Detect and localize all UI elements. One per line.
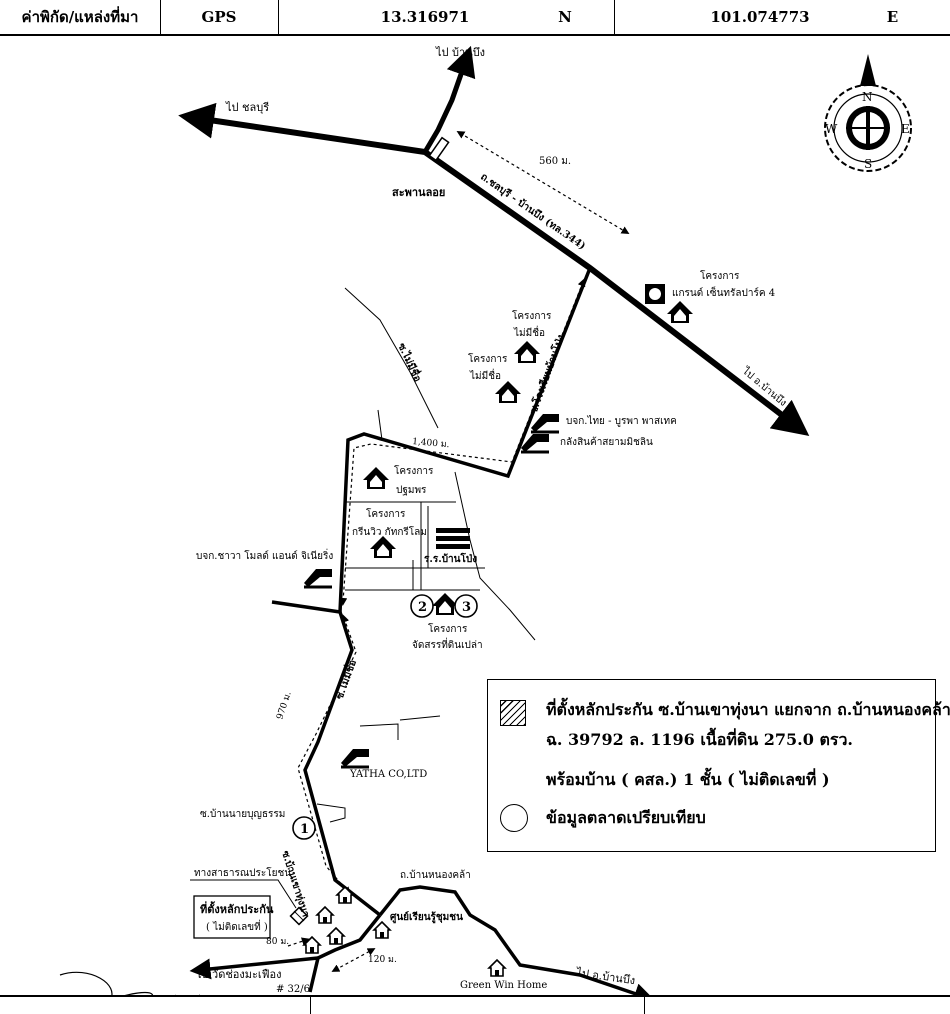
header-divider xyxy=(160,0,161,34)
label-public-way: ทางสาธารณประโยชน์ xyxy=(194,866,291,879)
yatha-factory-icon xyxy=(339,747,371,769)
longitude-direction: E xyxy=(886,8,899,26)
header-rule xyxy=(0,34,950,36)
label-project-land: โครงการ xyxy=(428,622,468,635)
latitude-value: 13.316971 xyxy=(380,8,470,26)
coordinate-source: GPS xyxy=(201,8,237,26)
label-project-land-name: จัดสรรที่ดินเปล่า xyxy=(412,637,483,651)
label-comp-2: 2 xyxy=(418,600,427,615)
footer-table-edge xyxy=(0,995,950,1014)
label-project-green-name: กรีนวิว กัทกรีโลม xyxy=(352,525,427,538)
label-project-grand: โครงการ xyxy=(700,269,740,282)
label-comp-1: 1 xyxy=(300,822,309,837)
compass-south: S xyxy=(864,157,872,171)
label-project-green: โครงการ xyxy=(366,507,406,520)
label-project-unnamed-2: โครงการ xyxy=(468,352,508,365)
label-to-chonburi: ไป ชลบุรี xyxy=(225,101,269,114)
comparable-3-marker xyxy=(454,594,478,618)
comparable-1-marker xyxy=(292,816,316,840)
legend-line-1: ที่ตั้งหลักประกัน ซ.บ้านเขาทุ่งนา แยกจาก… xyxy=(546,700,950,719)
chawa-factory-icon xyxy=(302,567,334,589)
label-ban-nong-kla: ถ.บ้านหนองคล้า xyxy=(400,869,471,881)
label-distance-560: 560 ม. xyxy=(539,156,571,167)
compass-north: N xyxy=(862,90,873,104)
house-icon xyxy=(336,886,354,904)
label-project-grand-name: แกรนด์ เซ็นทรัลปาร์ค 4 xyxy=(672,285,775,299)
label-house-no: # 32/6 xyxy=(276,984,310,995)
soi-unnamed-1-road xyxy=(344,287,439,429)
unnamed-project-2-house-icon xyxy=(495,381,521,403)
label-warehouse: กลังสินค้าสยามมิชลิน xyxy=(560,436,653,448)
header-divider xyxy=(614,0,615,34)
legend-box: ที่ตั้งหลักประกัน ซ.บ้านเขาทุ่งนา แยกจาก… xyxy=(487,679,950,852)
legend-comparable-circle-icon xyxy=(500,804,528,832)
land-project-house-icon xyxy=(432,593,458,615)
compass-east: E xyxy=(901,122,910,136)
legend-line-2: ฉ. 39792 ล. 1196 เนื้อที่ดิน 275.0 ตรว. xyxy=(546,730,853,749)
label-distance-80: 80 ม. xyxy=(266,937,289,947)
coordinate-label: ค่าพิกัด/แหล่งที่มา xyxy=(21,8,139,26)
label-company-thai-burapa: บจก.ไทย - บูรพา พาสเทค xyxy=(566,415,677,427)
label-collateral-box-1: ที่ตั้งหลักประกัน xyxy=(200,901,274,916)
latitude-direction: N xyxy=(558,8,572,26)
thai-burapa-factory-icon xyxy=(529,412,561,434)
comparable-2-marker xyxy=(410,594,434,618)
route-dashed-upper xyxy=(339,278,586,606)
label-project-unnamed-1-name: ไม่มีชื่อ xyxy=(513,325,545,339)
label-main-road: ถ.ชลบุรี - บ้านบึง (ทล.344) xyxy=(478,171,588,253)
label-distance-970: 970 ม. xyxy=(275,690,293,721)
label-project-unnamed-1: โครงการ xyxy=(512,309,552,322)
label-collateral-box-2: ( ไม่ติดเลขที่ ) xyxy=(206,919,268,933)
legend-line-3: พร้อมบ้าน ( คสล.) 1 ชั้น ( ไม่ติดเลขที่ … xyxy=(546,770,830,789)
legend-collateral-hatch-icon xyxy=(500,700,526,726)
compass-west: W xyxy=(825,122,838,136)
label-community-center: ศูนย์เรียนรู้ชุมชน xyxy=(390,911,463,924)
label-project-pathumporn-name: ปฐมพร xyxy=(396,485,427,496)
coordinate-header: ค่าพิกัด/แหล่งที่มา GPS 13.316971 N 101.… xyxy=(0,0,950,36)
label-soi-rongrian: ซ.โรงเรียนบ้านโป่ง xyxy=(527,333,568,415)
collateral-marker xyxy=(289,906,309,926)
ban-nong-kla-road xyxy=(378,885,655,995)
label-school: ร.ร.บ้านโป่ง xyxy=(424,552,477,565)
community-center-icon xyxy=(373,921,391,939)
label-to-ban-bueng-top: ไป บ้านบึง xyxy=(435,46,485,59)
label-yatha: YATHA CO,LTD xyxy=(349,769,427,780)
label-overpass: สะพานลอย xyxy=(392,186,445,199)
collateral-label-box xyxy=(193,895,271,939)
label-company-chawa: บจก.ชาวา โมลด์ แอนด์ จิเนียริ่ง xyxy=(196,548,333,562)
longitude-value: 101.074773 xyxy=(710,8,810,26)
road-south xyxy=(308,913,382,993)
label-distance-1400: 1,400 ม. xyxy=(412,437,450,450)
pathumporn-house-icon xyxy=(363,467,389,489)
header-divider xyxy=(278,0,279,34)
road-to-ban-bueng xyxy=(422,45,476,154)
location-map: ไป บ้านบึง ไป ชลบุรี 560 ม. สะพานลอย ถ.ช… xyxy=(59,45,912,995)
green-win-home-icon xyxy=(488,959,506,977)
house-icon xyxy=(303,936,321,954)
road-to-wat xyxy=(189,956,319,980)
label-project-unnamed-2-name: ไม่มีชื่อ xyxy=(469,368,501,382)
green-view-house-icon xyxy=(370,536,396,558)
house-icon xyxy=(327,927,345,945)
route-dashed-lower xyxy=(297,614,357,896)
label-to-wat: ไป วัดช่องมะเฟือง xyxy=(195,968,281,981)
compass-rose-icon xyxy=(824,54,912,172)
label-distance-120: 120 ม. xyxy=(368,955,397,965)
legend-line-4: ข้อมูลตลาดเปรียบเทียบ xyxy=(546,808,706,827)
label-soi-ban-nong: ซ.บ้านนายบุญธรรม xyxy=(200,808,285,820)
distance-560-line xyxy=(456,130,630,235)
school-icon xyxy=(436,528,470,549)
label-green-win: Green Win Home xyxy=(460,980,547,991)
signature-scribble xyxy=(59,971,200,995)
grand-central-park-house-icon xyxy=(667,301,693,323)
road-spur xyxy=(271,600,341,614)
label-project-pathumporn: โครงการ xyxy=(394,464,434,477)
house-icon xyxy=(316,906,334,924)
label-soi-unnamed-1: ซ.ไม่มีชื่อ xyxy=(395,340,425,383)
unnamed-project-1-house-icon xyxy=(514,341,540,363)
overpass-symbol xyxy=(428,136,450,162)
label-comp-3: 3 xyxy=(462,600,471,615)
